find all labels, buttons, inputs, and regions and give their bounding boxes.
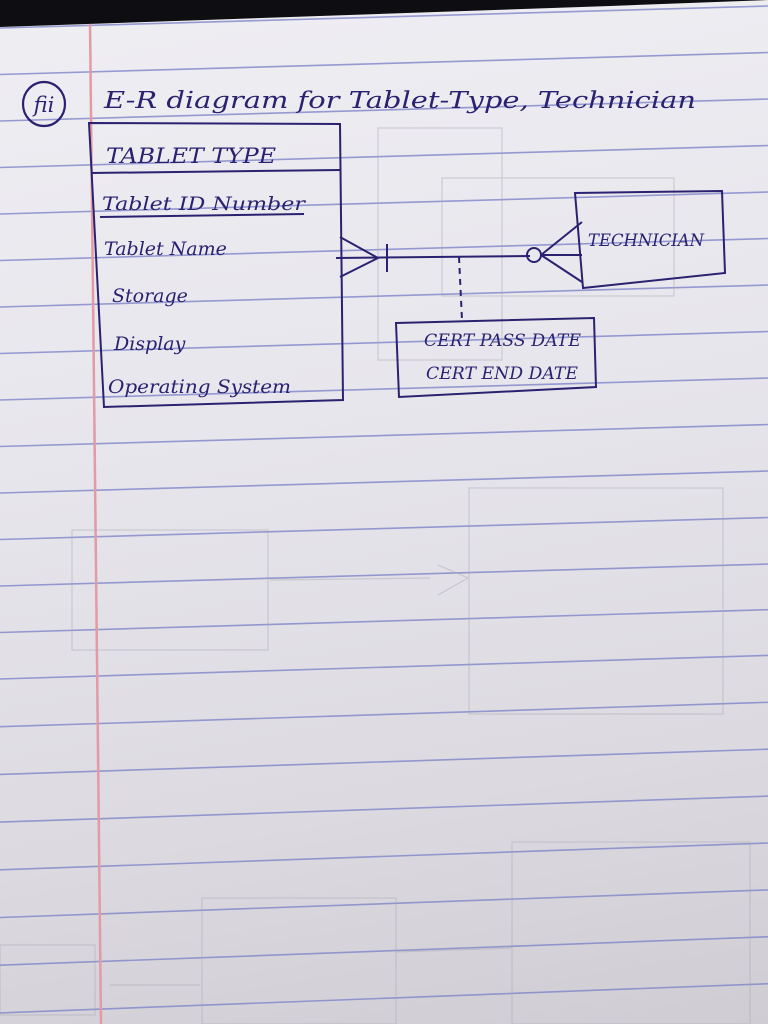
ruled-line — [0, 284, 768, 308]
heading: fii E-R diagram for Tablet-Type, Technic… — [21, 80, 696, 128]
relationship-line — [335, 255, 531, 259]
cert-end-date-attribute: CERT END DATE — [426, 364, 579, 384]
heading-number-circle — [21, 80, 67, 128]
ruled-line — [0, 701, 768, 728]
entity-header-divider — [90, 169, 342, 174]
attribute: Operating System — [108, 376, 291, 398]
entity-technician-box — [573, 189, 727, 290]
ruled-line — [0, 377, 768, 401]
ruled-line — [0, 608, 768, 634]
ruled-line — [0, 516, 768, 541]
primary-key-underline — [99, 213, 305, 218]
entity-technician-name: TECHNICIAN — [588, 231, 705, 251]
dashed-attribute-link — [458, 256, 463, 321]
ruled-line — [0, 795, 768, 823]
entity-tablet-type: TABLET TYPE Tablet ID Number Tablet Name… — [87, 121, 345, 409]
ruled-line — [0, 563, 768, 587]
attribute: Display — [113, 333, 186, 355]
ruled-lines — [0, 5, 768, 1014]
crows-foot-technician-mark — [540, 221, 583, 283]
cert-pass-date-attribute: CERT PASS DATE — [424, 331, 582, 351]
relationship-connector — [335, 221, 583, 321]
relationship-attributes-box: CERT PASS DATE CERT END DATE — [394, 316, 598, 399]
ruled-line — [0, 936, 768, 966]
entity-technician: TECHNICIAN — [573, 189, 727, 290]
ruled-line — [0, 748, 768, 776]
entity-tablet-type-name: TABLET TYPE — [106, 144, 276, 168]
ruled-line — [0, 889, 768, 919]
ruled-line — [0, 98, 768, 122]
ruled-line — [0, 191, 768, 215]
ruled-line — [0, 842, 768, 871]
ruled-line — [0, 144, 768, 169]
optional-zero-mark — [526, 247, 542, 263]
relationship-attributes-outline — [394, 316, 598, 399]
bleed-through-marks — [0, 127, 751, 1024]
attribute: Tablet Name — [104, 238, 227, 260]
heading-title: E-R diagram for Tablet-Type, Technician — [103, 88, 696, 114]
entity-tablet-type-box — [87, 121, 345, 409]
ruled-line — [0, 237, 768, 262]
ruled-line — [0, 654, 768, 680]
ruled-line — [0, 51, 768, 76]
primary-key-attribute: Tablet ID Number — [102, 193, 307, 215]
ruled-line — [0, 5, 768, 29]
ruled-line — [0, 330, 768, 355]
ruled-line — [0, 470, 768, 494]
ruled-line — [0, 982, 768, 1014]
ruled-line — [0, 423, 768, 448]
attribute: Storage — [112, 285, 188, 307]
heading-number: fii — [32, 93, 55, 117]
